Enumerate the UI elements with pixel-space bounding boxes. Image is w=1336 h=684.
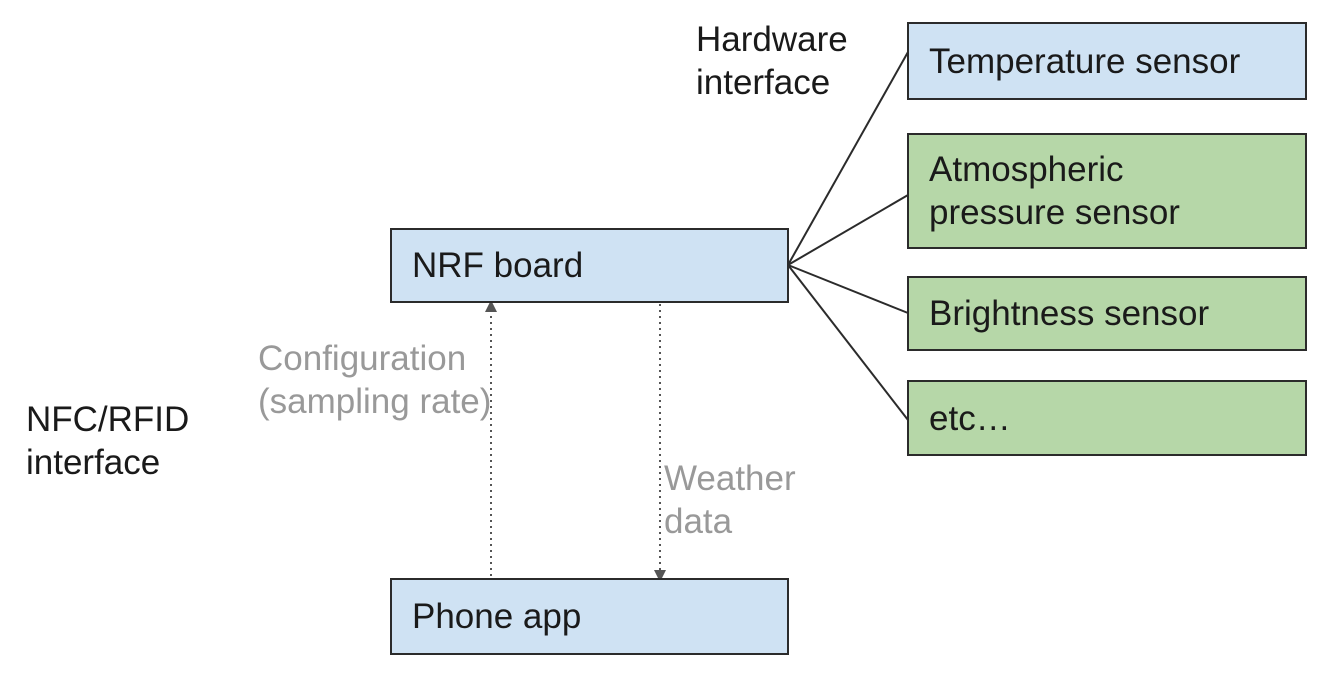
atmospheric-pressure-sensor-label: Atmospheric pressure sensor	[929, 150, 1180, 232]
weather-data-label: Weather data	[664, 459, 796, 541]
brightness-sensor-node: Brightness sensor	[907, 276, 1307, 351]
hardware-interface-label: Hardware interface	[696, 20, 848, 102]
nrf-board-label: NRF board	[412, 246, 584, 285]
phone-app-node: Phone app	[390, 578, 789, 655]
line-to-temperature-sensor	[787, 51, 909, 266]
temperature-sensor-node: Temperature sensor	[907, 22, 1307, 100]
nfc-rfid-interface-label: NFC/RFID interface	[26, 400, 190, 482]
line-to-brightness-sensor	[787, 264, 909, 314]
configuration-label: Configuration (sampling rate)	[258, 339, 492, 421]
atmospheric-pressure-sensor-node: Atmospheric pressure sensor	[907, 133, 1307, 249]
etc-label: etc…	[929, 398, 1011, 438]
line-to-atmospheric-pressure-sensor	[787, 194, 909, 266]
temperature-sensor-label: Temperature sensor	[929, 41, 1241, 81]
nrf-board-node: NRF board	[390, 228, 789, 303]
etc-node: etc…	[907, 380, 1307, 456]
line-to-etc	[787, 264, 909, 421]
brightness-sensor-label: Brightness sensor	[929, 294, 1210, 333]
phone-app-label: Phone app	[412, 597, 582, 636]
